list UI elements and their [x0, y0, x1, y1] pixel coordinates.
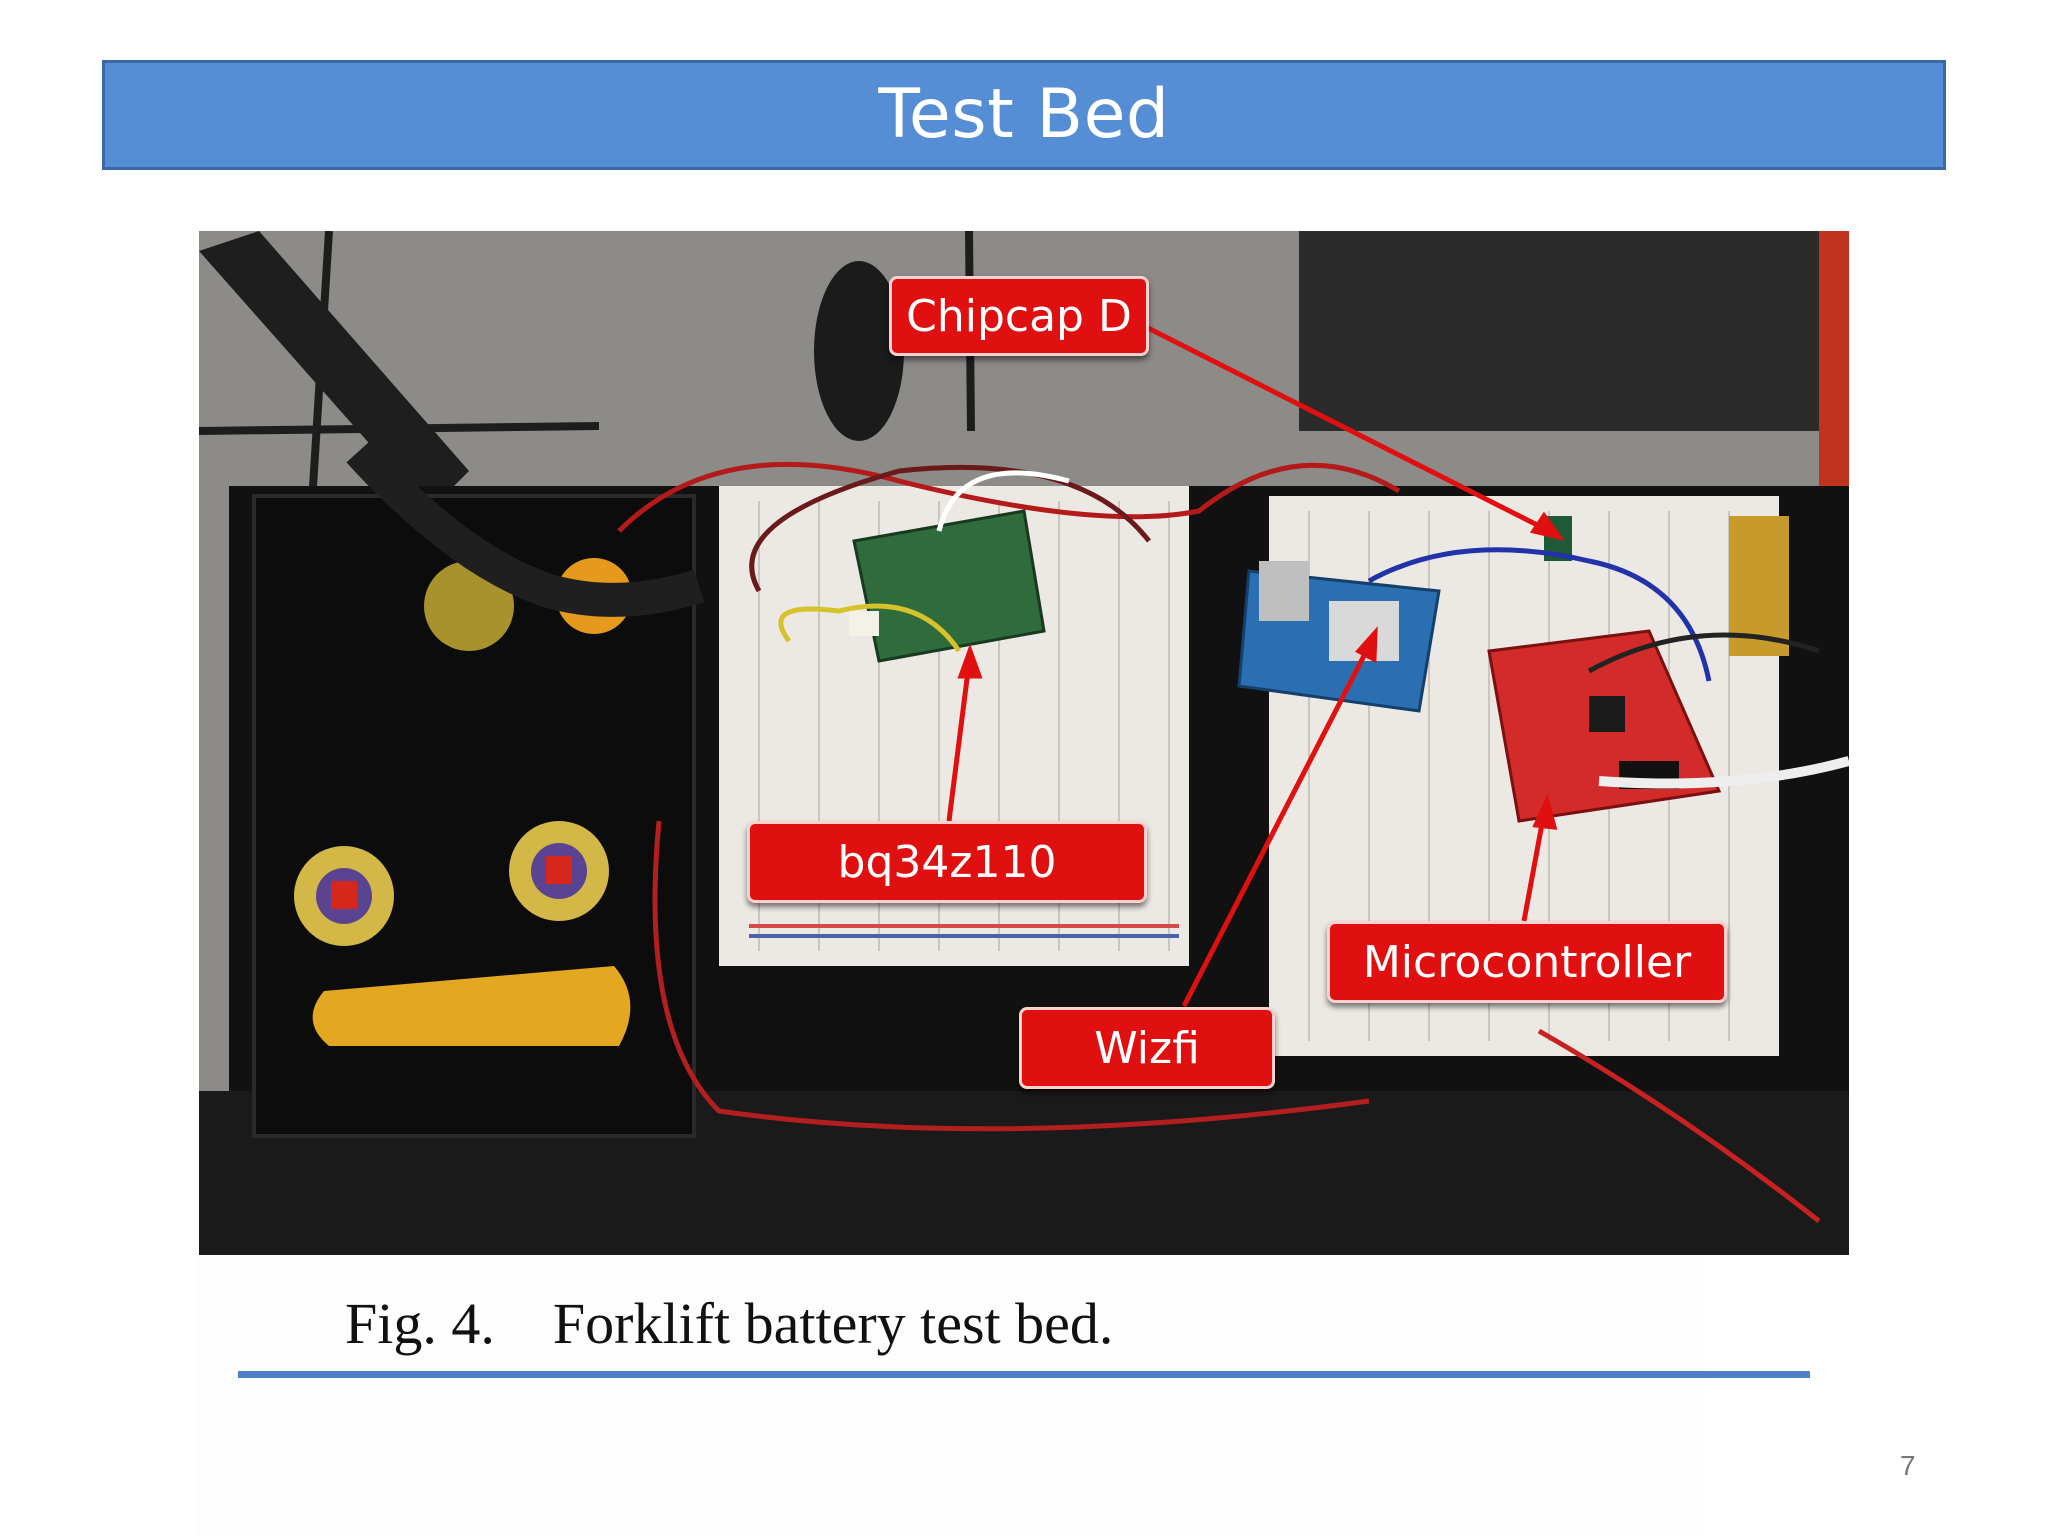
- callout-chipcap: Chipcap D: [889, 276, 1149, 356]
- callout-bq34z110: bq34z110: [747, 821, 1147, 903]
- page-number: 7: [1900, 1450, 1916, 1481]
- test-bed-photo: Chipcap D bq34z110 Microcontroller Wizfi: [199, 231, 1849, 1255]
- slide-title: Test Bed: [878, 75, 1170, 154]
- figure-caption: Fig. 4. Forklift battery test bed.: [345, 1291, 1114, 1356]
- caption-underline: [238, 1371, 1810, 1378]
- slide-title-bar: Test Bed: [102, 60, 1946, 170]
- caption-area: [195, 1258, 1705, 1536]
- photo-illustration: [199, 231, 1849, 1255]
- callout-microcontroller: Microcontroller: [1327, 921, 1727, 1003]
- callout-wizfi: Wizfi: [1019, 1007, 1275, 1089]
